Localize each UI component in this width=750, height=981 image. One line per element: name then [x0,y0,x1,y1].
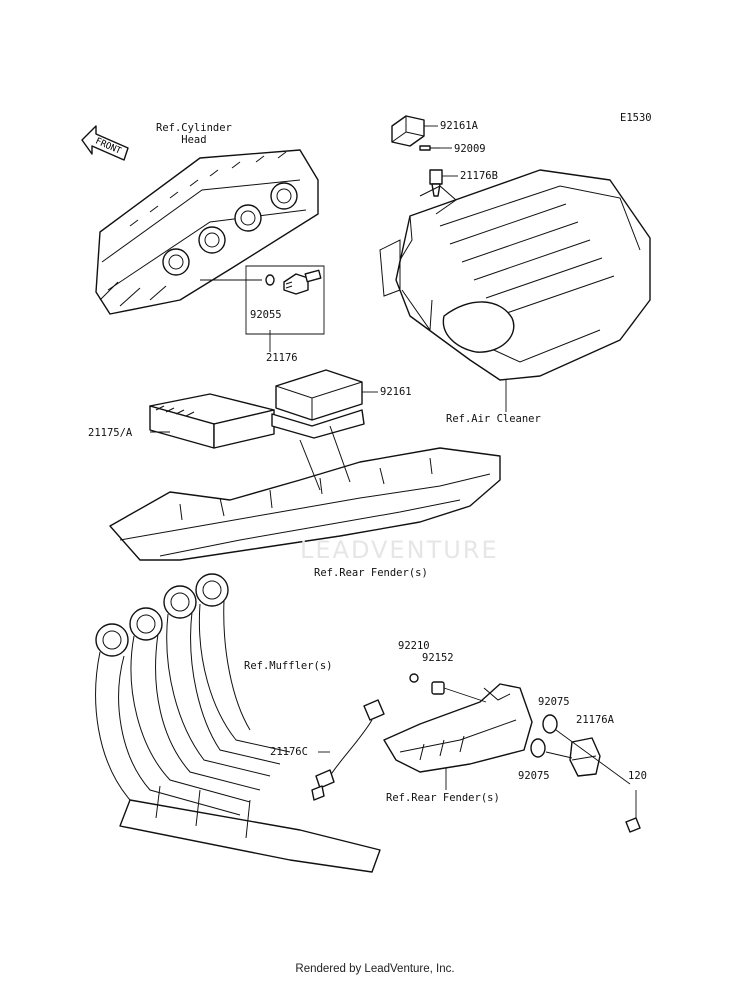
label-92161A: 92161A [440,120,478,132]
label-21176A: 21176A [576,714,614,726]
screw-92009 [419,145,440,151]
rear-fender-top [109,425,501,561]
label-92161: 92161 [380,386,412,398]
label-21176: 21176 [266,352,298,364]
ecu-21175A [149,393,275,449]
label-21176B: 21176B [460,170,498,182]
label-21175A: 21175/A [88,427,133,439]
label-ref-rear-fender-2: Ref.Rear Fender(s) [386,792,500,804]
nut-92210 [409,673,419,683]
front-arrow-icon: FRONT [81,125,129,161]
sensor-21176B [429,169,443,197]
label-92055: 92055 [250,309,282,321]
label-92210: 92210 [398,640,430,652]
watermark: LEADVENTURE [300,536,499,564]
diagram-code: E1530 [620,112,652,124]
label-ref-air-cleaner: Ref.Air Cleaner [446,413,541,425]
label-ref-cylinder-head: Ref.Cylinder Head [156,122,232,146]
label-ref-muffler: Ref.Muffler(s) [244,660,333,672]
footer-credit: Rendered by LeadVenture, Inc. [295,963,455,975]
sensor-21176C [311,699,385,801]
rear-fender-bottom [383,683,533,773]
label-92009: 92009 [454,143,486,155]
label-ref-rear-fender-1: Ref.Rear Fender(s) [314,567,428,579]
label-92075-a: 92075 [538,696,570,708]
air-cleaner [379,169,651,381]
cylinder-head [95,149,319,315]
collar-92152 [431,681,445,695]
exhaust-headers [95,573,381,873]
cap-92161A [391,115,425,147]
label-92075-b: 92075 [518,770,550,782]
label-92152: 92152 [422,652,454,664]
grommet-92075-a [542,714,558,734]
sensor-21176 [265,269,322,295]
grommet-92075-b [530,738,546,758]
label-21176C: 21176C [270,746,308,758]
bolt-120 [625,817,641,833]
label-120: 120 [628,770,647,782]
cover-92161 [271,369,365,439]
